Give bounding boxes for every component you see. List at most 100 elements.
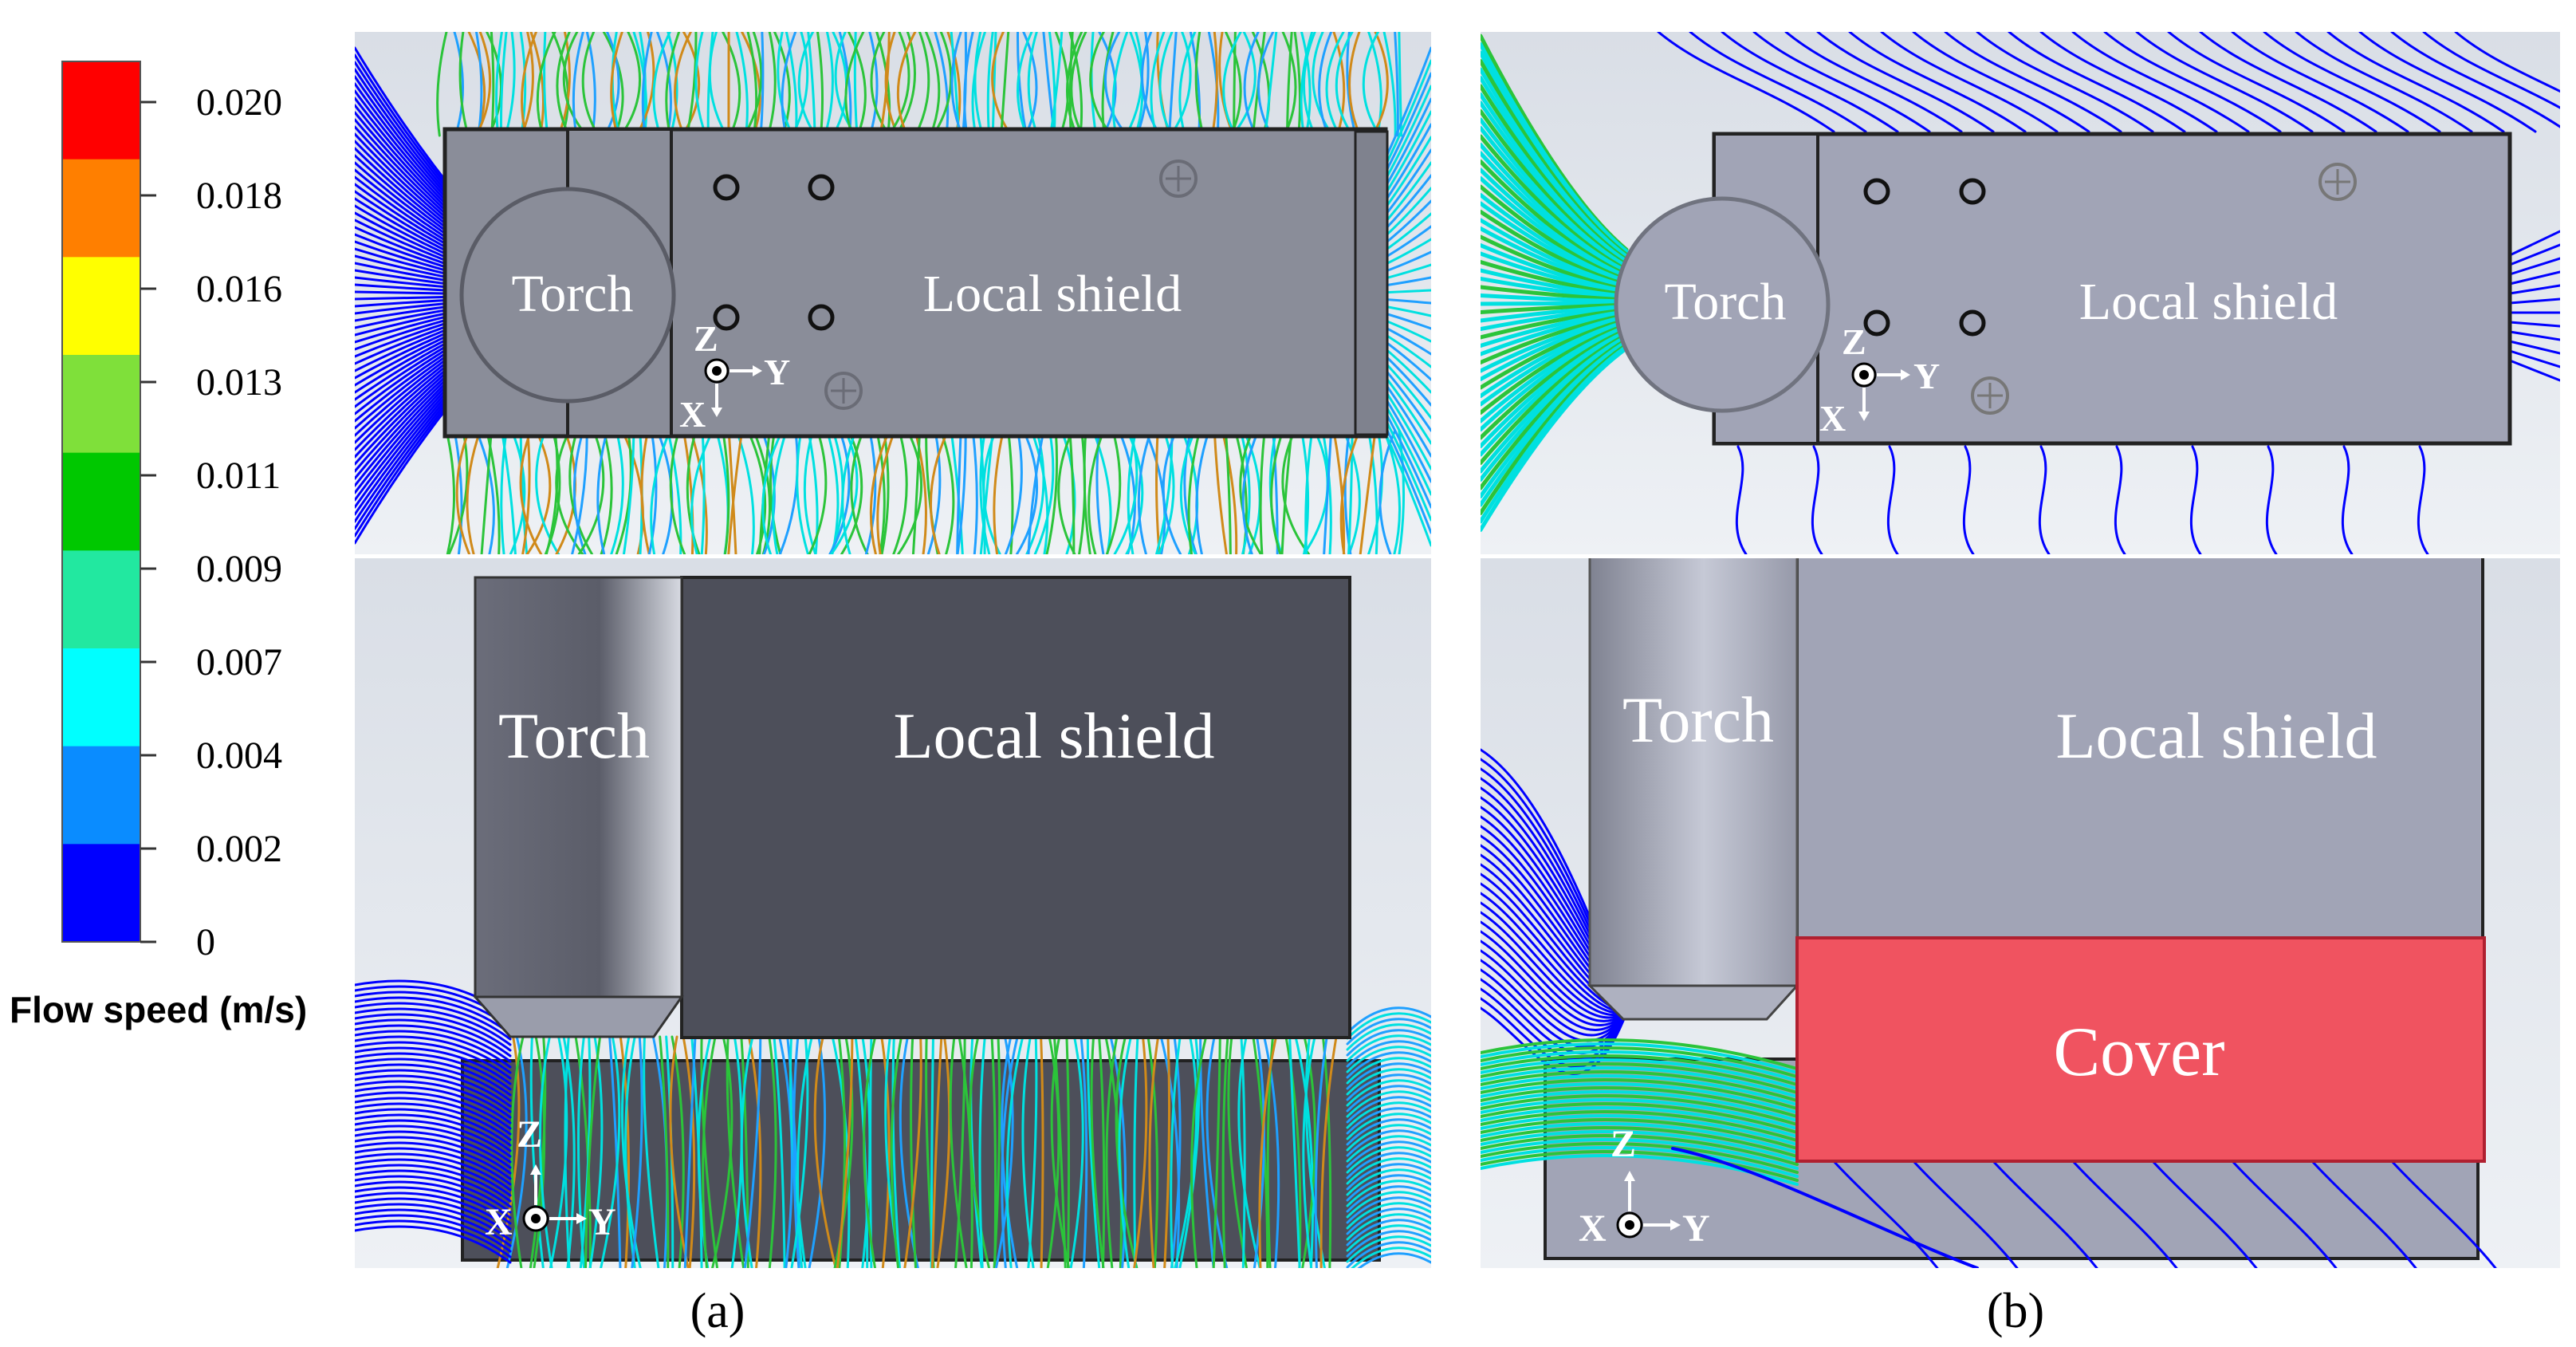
torch-label: Torch (512, 265, 634, 323)
streamline (1321, 429, 1332, 554)
streamline (505, 1035, 528, 1268)
streamline (1346, 1107, 1431, 1135)
streamline (991, 32, 997, 137)
local-shield-body (1795, 558, 2484, 939)
streamline (2263, 32, 2441, 133)
streamline (781, 32, 797, 137)
streamline (1346, 1096, 1431, 1124)
streamline (669, 1035, 690, 1268)
streamline (1346, 1202, 1431, 1230)
streamline (683, 1035, 697, 1268)
streamline (1346, 1191, 1431, 1219)
streamline (1243, 32, 1260, 137)
streamline (772, 429, 788, 554)
streamline (641, 32, 653, 137)
streamline (743, 1035, 762, 1268)
streamline (761, 429, 784, 554)
streamline (1169, 32, 1192, 137)
streamline (453, 429, 463, 554)
streamline (2390, 32, 2560, 128)
axis-triad: Z Y X (1579, 1123, 1710, 1250)
streamline (1137, 429, 1153, 554)
streamline (1300, 32, 1312, 137)
streamline (579, 1035, 592, 1268)
streamline (2167, 32, 2346, 133)
streamline (1481, 1142, 1799, 1174)
streamline (1481, 968, 1628, 1048)
streamline (355, 1097, 512, 1136)
axis-triad: Z Y X (1819, 321, 1940, 439)
streamline (1481, 314, 1629, 373)
streamline (1148, 1035, 1160, 1268)
streamline (355, 1214, 512, 1253)
streamline (1321, 1035, 1332, 1268)
streamline (1657, 32, 1835, 133)
torch-label: Torch (1665, 273, 1787, 331)
streamline (1087, 429, 1105, 554)
colorbar-ticks: 0.0200.0180.0160.0130.0110.0090.0070.004… (140, 81, 282, 963)
mounting-holes (713, 160, 1198, 410)
streamline (1111, 32, 1129, 137)
streamline (1481, 901, 1628, 1016)
streamline (1346, 1057, 1431, 1085)
streamline (1481, 277, 1629, 301)
streamline (1481, 301, 1629, 306)
streamline (824, 32, 834, 137)
streamline (853, 32, 859, 137)
streamline (622, 429, 635, 554)
streamline (1346, 1140, 1431, 1168)
streamline (1133, 1035, 1139, 1268)
streamline (539, 1035, 553, 1268)
streamline (1105, 429, 1122, 554)
streamline (1258, 1035, 1278, 1268)
streamline (355, 1130, 512, 1169)
streamline (509, 429, 526, 554)
streamline (2508, 340, 2560, 355)
shield-end-plate (1354, 130, 1389, 436)
streamline (355, 1085, 512, 1124)
streamline (1976, 32, 2154, 133)
streamline (1481, 251, 1629, 296)
streamline (1005, 1035, 1025, 1268)
streamline (619, 1035, 630, 1268)
streamline (796, 1035, 813, 1268)
panel-b-top-view: Torch Local shield Z Y X (1481, 32, 2560, 554)
streamline (1992, 1160, 2098, 1268)
streamline (1481, 234, 1629, 292)
streamline (813, 1035, 837, 1268)
streamline (930, 1035, 934, 1268)
streamline (1133, 1035, 1148, 1268)
streamline (1346, 1118, 1431, 1146)
streamline (726, 1035, 745, 1268)
streamline (355, 1113, 512, 1152)
streamline (1050, 1035, 1071, 1268)
streamline (2038, 445, 2051, 554)
streamline (631, 1035, 643, 1268)
streamline (1346, 1180, 1431, 1207)
streamline (931, 32, 953, 137)
streamline (355, 1164, 512, 1203)
streamline (2508, 270, 2560, 286)
streamline (991, 32, 1013, 137)
streamline (1832, 1160, 1939, 1268)
streamline (971, 429, 978, 554)
streamline (596, 429, 608, 554)
streamline (773, 1035, 786, 1268)
streamline (1481, 285, 1629, 302)
streamline (1194, 32, 1205, 137)
colorbar-tick-label: 0.002 (196, 828, 282, 870)
streamline (1689, 32, 1867, 133)
streamline (355, 1119, 512, 1158)
streamline (735, 32, 749, 137)
colorbar: 0.0200.0180.0160.0130.0110.0090.0070.004… (10, 61, 307, 1030)
streamline (1048, 32, 1056, 137)
streamline (355, 1141, 512, 1180)
streamline (603, 32, 620, 137)
streamline (1163, 1035, 1171, 1268)
streamline (884, 32, 899, 137)
axis-y-label: Y (1682, 1207, 1710, 1250)
streamline (930, 429, 950, 554)
streamline (1183, 429, 1198, 554)
streamline (766, 32, 777, 137)
streamline (1346, 1046, 1431, 1073)
